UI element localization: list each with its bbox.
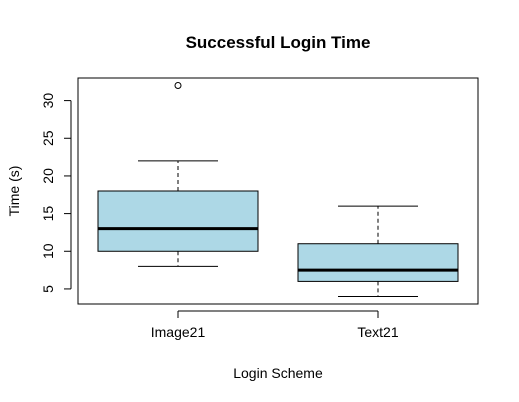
y-tick-label: 5 (40, 285, 56, 293)
y-tick-label: 25 (40, 130, 56, 146)
y-tick-label: 30 (40, 93, 56, 109)
y-axis-label: Time (s) (6, 166, 22, 217)
x-tick-label: Text21 (357, 324, 398, 340)
y-tick-label: 20 (40, 168, 56, 184)
plot-frame (77, 77, 479, 305)
boxes-layer (97, 82, 459, 297)
y-tick-label: 15 (40, 206, 56, 222)
y-tick-label: 10 (40, 243, 56, 259)
box-image21 (97, 82, 259, 267)
x-axis-label: Login Scheme (233, 365, 323, 381)
chart-title: Successful Login Time (186, 33, 371, 52)
x-axis: Image21 Text21 (151, 310, 399, 340)
y-axis: 5 10 15 20 25 30 (40, 93, 72, 293)
iqr-box (97, 190, 259, 252)
outlier-point (174, 82, 182, 90)
x-tick-label: Image21 (151, 324, 206, 340)
iqr-box (297, 243, 459, 282)
box-text21 (297, 205, 459, 297)
